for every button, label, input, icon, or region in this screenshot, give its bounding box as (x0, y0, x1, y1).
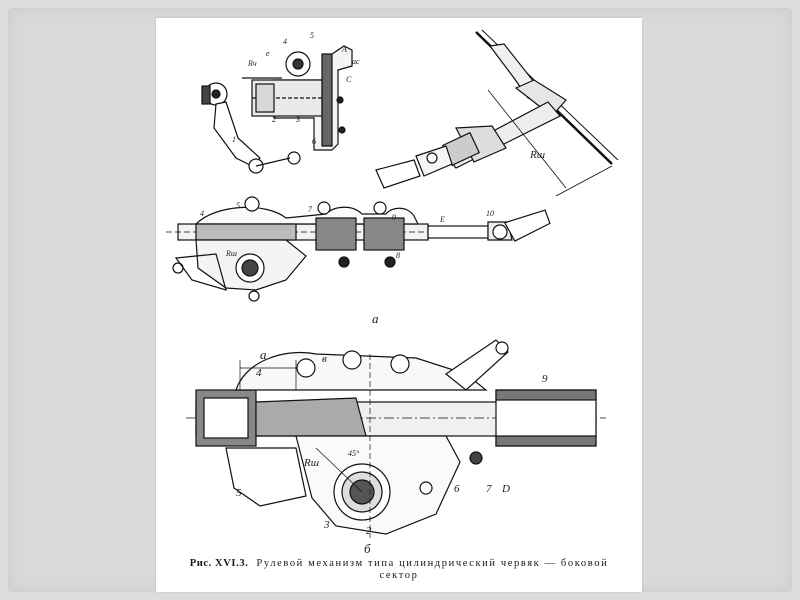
bottom-label-a: а (260, 347, 267, 362)
mid-label-5: 5 (236, 201, 240, 210)
bottom-label-Rsh: Rш (304, 457, 320, 469)
bottom-label-v: в (322, 353, 327, 365)
figure-caption: Рис. XVI.3. Рулевой механизм типа цилиндр… (156, 558, 642, 582)
label-A: А (342, 45, 347, 54)
caption-text: Рулевой механизм типа цилиндрический чер… (256, 558, 609, 569)
label-3: 3 (296, 115, 300, 124)
mid-label-7: 7 (308, 205, 312, 214)
bottom-label-6: 6 (454, 483, 460, 495)
mid-label-Rsh: Rш (226, 249, 237, 258)
mid-label-8: 8 (396, 251, 400, 260)
label-1: 1 (232, 135, 236, 144)
label-6: 6 (312, 137, 316, 146)
label-5: 5 (310, 31, 314, 40)
technical-drawing (166, 29, 619, 538)
mid-label-E: Е (440, 215, 445, 224)
caption-line-1: Рис. XVI.3. Рулевой механизм типа цилиндр… (156, 558, 642, 570)
bottom-section (186, 339, 606, 538)
sublabel-a: а (372, 311, 379, 326)
mid-label-9: 9 (392, 213, 396, 222)
bottom-label-2: 2 (366, 525, 372, 537)
label-2: 2 (272, 115, 276, 124)
bottom-label-9: 9 (542, 373, 548, 385)
bottom-label-angle: 45° (348, 449, 360, 458)
bottom-label-4: 4 (256, 367, 262, 379)
sublabel-b: б (364, 541, 371, 556)
top-left-assembly (201, 45, 353, 174)
bottom-label-7: 7 (486, 483, 492, 495)
label-C: С (346, 75, 352, 84)
label-e: e (266, 49, 270, 58)
bottom-label-5: 5 (236, 487, 242, 499)
top-right-column (375, 29, 619, 197)
bottom-label-3: 3 (324, 519, 330, 531)
label-4: 4 (283, 37, 287, 46)
caption-line-2: сектор (379, 570, 419, 581)
mid-label-10: 10 (486, 209, 494, 218)
label-Rsh-top: Rш (530, 149, 546, 161)
figure-number: Рис. XVI.3. (189, 558, 249, 569)
label-Rch: Rч (248, 59, 257, 68)
mid-label-4: 4 (200, 209, 204, 218)
label-ac: aс (352, 57, 360, 66)
document-page: 4 5 А e Rч aс С 2 3 1 6 Rш 4 5 Rш 7 9 8 … (156, 18, 642, 592)
middle-assembly (166, 196, 551, 302)
bottom-label-D: D (502, 483, 510, 495)
